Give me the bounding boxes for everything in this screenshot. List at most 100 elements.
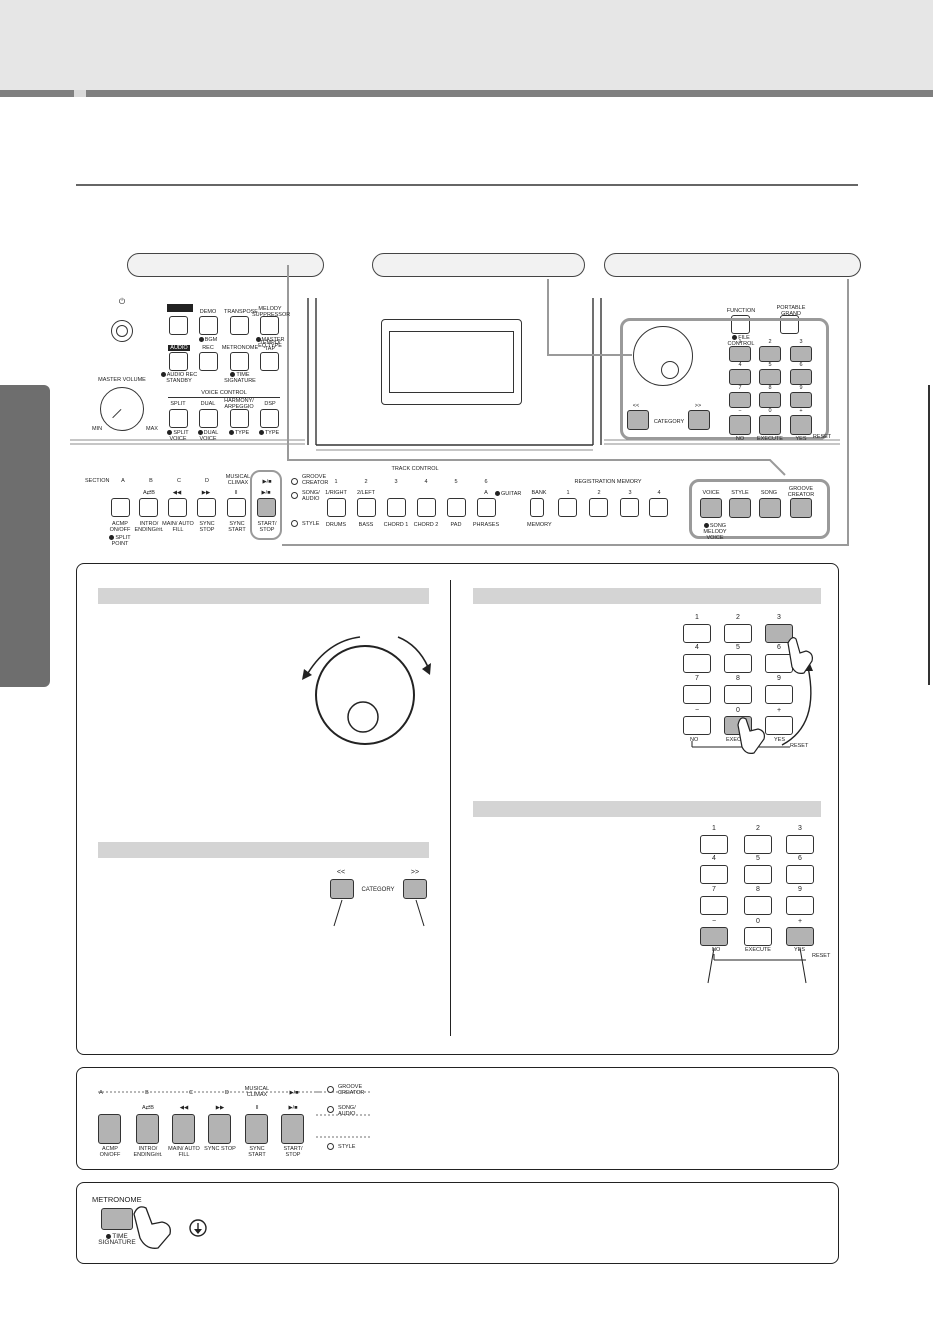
keyboard-button[interactable] [169, 316, 188, 335]
np2-num-7-button[interactable] [700, 896, 728, 915]
panel-minus-button[interactable] [729, 415, 751, 435]
b3-time-signature-label: TIME SIGNATURE [98, 1233, 136, 1247]
np1-execute-label: EXECUTE [726, 737, 752, 743]
np1-num-6-label: 6 [777, 644, 781, 651]
track-1-button[interactable] [327, 498, 346, 517]
panel-num-2-button[interactable] [759, 346, 781, 362]
np1-plus-button[interactable] [765, 716, 793, 735]
track-6-button[interactable] [477, 498, 496, 517]
np2-minus-button[interactable] [700, 927, 728, 946]
reg-4-label: 4 [657, 490, 661, 496]
panel-num-5-button[interactable] [759, 369, 781, 385]
track-4-button[interactable] [417, 498, 436, 517]
box-prev-label: << [336, 869, 346, 876]
rewind-symbol: ◀◀ [172, 490, 182, 496]
track-2-button[interactable] [357, 498, 376, 517]
reg-1-button[interactable] [558, 498, 577, 517]
master-volume-knob[interactable] [100, 387, 144, 431]
split-button[interactable] [169, 409, 188, 428]
np1-num-9-button[interactable] [765, 685, 793, 704]
np2-zero-button[interactable] [744, 927, 772, 946]
category-prev-button[interactable] [627, 410, 649, 430]
rec-button[interactable] [199, 352, 218, 371]
panel-num-8-label: 8 [768, 385, 772, 391]
song-button[interactable] [759, 498, 781, 518]
power-button[interactable] [111, 320, 133, 342]
dual-button[interactable] [199, 409, 218, 428]
bank-button[interactable] [530, 498, 544, 517]
dsp-button[interactable] [260, 409, 279, 428]
tempo-tap-button[interactable] [260, 352, 279, 371]
b2-main-button[interactable] [172, 1114, 195, 1144]
np1-num-3-button[interactable] [765, 624, 793, 643]
demo-button[interactable] [199, 316, 218, 335]
np2-num-6-button[interactable] [786, 865, 814, 884]
hold-dot-icon [160, 372, 166, 378]
reg-4-button[interactable] [649, 498, 668, 517]
panel-zero-button[interactable] [759, 415, 781, 435]
acmp-button[interactable] [111, 498, 130, 517]
panel-num-1-button[interactable] [729, 346, 751, 362]
data-dial[interactable] [633, 326, 693, 386]
sync-stop-button[interactable] [197, 498, 216, 517]
panel-num-4-button[interactable] [729, 369, 751, 385]
np1-num-7-button[interactable] [683, 685, 711, 704]
panel-num-6-button[interactable] [790, 369, 812, 385]
melody-suppressor-button[interactable] [260, 316, 279, 335]
sync-start-button[interactable] [227, 498, 246, 517]
b2-song-audio-label: SONG/ AUDIO [338, 1105, 356, 1117]
np2-num-7-label: 7 [712, 886, 716, 893]
b3-metronome-button[interactable] [101, 1208, 133, 1230]
transpose-button[interactable] [230, 316, 249, 335]
track-5-button[interactable] [447, 498, 466, 517]
panel-num-9-button[interactable] [790, 392, 812, 408]
b2-sync-stop-button[interactable] [208, 1114, 231, 1144]
main-button[interactable] [168, 498, 187, 517]
np2-num-5-button[interactable] [744, 865, 772, 884]
reg-2-button[interactable] [589, 498, 608, 517]
dual-label: DUAL [200, 401, 216, 407]
panel-num-8-button[interactable] [759, 392, 781, 408]
b2-style-led [327, 1143, 334, 1150]
np2-num-1-button[interactable] [700, 835, 728, 854]
panel-num-7-button[interactable] [729, 392, 751, 408]
b2-sync-start-button[interactable] [245, 1114, 268, 1144]
np2-num-4-button[interactable] [700, 865, 728, 884]
np2-num-2-button[interactable] [744, 835, 772, 854]
b2-start-stop-button[interactable] [281, 1114, 304, 1144]
np2-plus-button[interactable] [786, 927, 814, 946]
category-pointer-lines [333, 899, 425, 927]
np1-num-8-button[interactable] [724, 685, 752, 704]
reg-3-label: 3 [628, 490, 632, 496]
hold-dot-icon [703, 523, 709, 529]
metronome-button[interactable] [230, 352, 249, 371]
track-3-button[interactable] [387, 498, 406, 517]
np1-num-2-button[interactable] [724, 624, 752, 643]
b2-intro-button[interactable] [136, 1114, 159, 1144]
np2-num-3-button[interactable] [786, 835, 814, 854]
groove-creator-button[interactable] [790, 498, 812, 518]
reg-3-button[interactable] [620, 498, 639, 517]
np1-minus-button[interactable] [683, 716, 711, 735]
panel-plus-button[interactable] [790, 415, 812, 435]
category-next-button[interactable] [688, 410, 710, 430]
np2-num-8-button[interactable] [744, 896, 772, 915]
np1-num-5-button[interactable] [724, 654, 752, 673]
np1-no-label: NO [690, 737, 699, 743]
np1-num-1-button[interactable] [683, 624, 711, 643]
voice-button[interactable] [700, 498, 722, 518]
intro-button[interactable] [139, 498, 158, 517]
harmony-button[interactable] [230, 409, 249, 428]
panel-num-3-button[interactable] [790, 346, 812, 362]
np1-num-4-button[interactable] [683, 654, 711, 673]
b2-acmp-button[interactable] [98, 1114, 121, 1144]
start-stop-button[interactable] [257, 498, 276, 517]
np2-num-9-button[interactable] [786, 896, 814, 915]
box-category-next-button[interactable] [403, 879, 427, 899]
ab-label: A⇄B [143, 490, 155, 496]
box-category-prev-button[interactable] [330, 879, 354, 899]
audio-button[interactable] [169, 352, 188, 371]
song-melody-voice-label: SONG MELODY VOICE [703, 523, 727, 541]
category-next-label: >> [694, 403, 702, 409]
style-button[interactable] [729, 498, 751, 518]
